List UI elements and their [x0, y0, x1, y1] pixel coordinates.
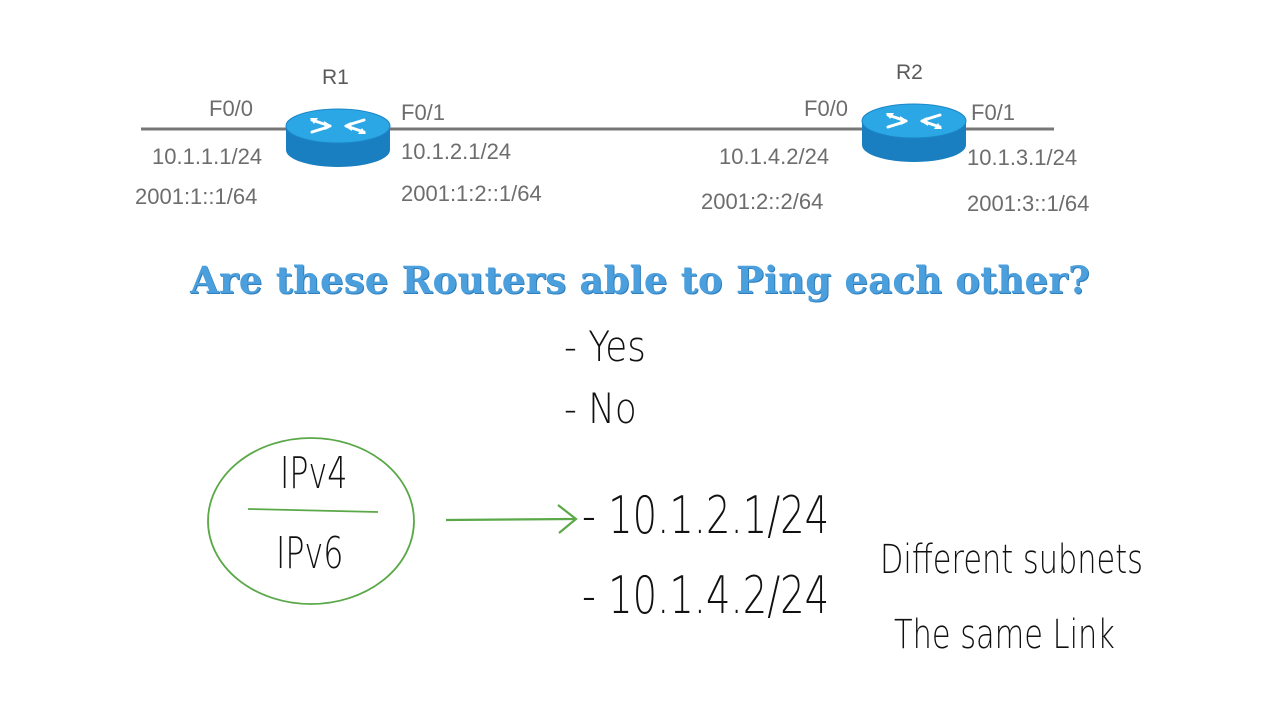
r1-right-interface: F0/1: [401, 100, 446, 125]
protocol-circle: [207, 437, 415, 605]
answer-no: - No: [564, 384, 637, 433]
r2-left-ipv4: 10.1.4.2/24: [719, 144, 830, 169]
note-same-link: The same Link: [894, 612, 1115, 658]
r2-right-interface: F0/1: [971, 100, 1016, 125]
circle-divider: [247, 508, 379, 513]
router-icon: [285, 108, 391, 167]
circle-label-ipv4: IPv4: [280, 448, 348, 499]
address-item: - 10.1.2.1/24: [582, 486, 830, 546]
note-different-subnets: Different subnets: [880, 537, 1144, 583]
address-item: - 10.1.4.2/24: [582, 566, 830, 626]
router-r2-name: R2: [896, 61, 923, 84]
circle-label-ipv6: IPv6: [276, 528, 344, 579]
r2-left-ipv6: 2001:2::2/64: [701, 189, 824, 214]
arrow-right-icon: [445, 504, 578, 534]
r1-left-ipv6: 2001:1::1/64: [135, 184, 258, 209]
answer-yes: - Yes: [564, 322, 646, 371]
r1-left-ipv4: 10.1.1.1/24: [152, 144, 263, 169]
r2-right-ipv4: 10.1.3.1/24: [967, 145, 1078, 170]
question-heading: Are these Routers able to Ping each othe…: [190, 258, 1090, 302]
r1-left-interface: F0/0: [209, 96, 254, 121]
r1-right-ipv6: 2001:1:2::1/64: [401, 181, 542, 206]
r2-right-ipv6: 2001:3::1/64: [967, 191, 1090, 216]
router-r1-name: R1: [322, 66, 349, 89]
router-icon: [861, 103, 967, 162]
r1-right-ipv4: 10.1.2.1/24: [401, 139, 512, 164]
r2-left-interface: F0/0: [804, 96, 849, 121]
